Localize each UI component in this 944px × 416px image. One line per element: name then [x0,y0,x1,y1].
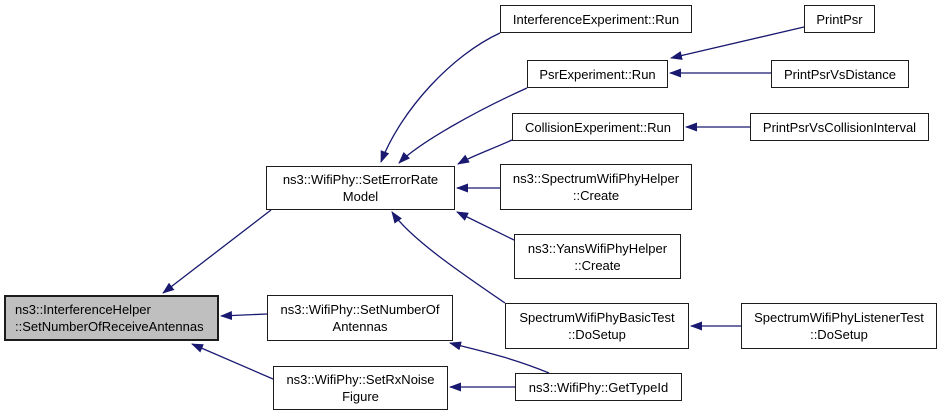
graph-node-label-line: ::DoSetup [810,327,868,342]
call-edge-print-psr-to-psr-exp-run [670,26,805,60]
graph-node-set-receive-antennas[interactable]: ns3::InterferenceHelper::SetNumberOfRece… [4,295,219,341]
graph-node-label-line: ::Create [574,257,621,273]
graph-node-label-line: PsrExperiment::Run [539,66,656,82]
graph-node-label-line: Antennas [332,319,388,334]
call-edge-set-rx-noise-figure-to-set-receive-antennas [191,343,274,380]
graph-node-label-line: Figure [342,389,379,404]
graph-node-label-line: PrintPsrVsCollisionInterval [762,119,917,135]
call-edge-collision-exp-run-to-set-error-rate-model [457,139,513,165]
graph-node-collision-exp-run[interactable]: CollisionExperiment::Run [512,113,684,141]
call-edge-interference-exp-run-to-set-error-rate-model [380,32,501,163]
graph-node-basic-test-dosetup[interactable]: SpectrumWifiPhyBasicTest::DoSetup [505,303,689,349]
call-edge-yans-helper-create-to-set-error-rate-model [456,211,515,241]
graph-node-label-line: ns3::WifiPhy::SetNumberOf [280,302,440,317]
graph-node-label-line: InterferenceExperiment::Run [512,11,680,27]
call-edge-basic-test-dosetup-to-set-error-rate-model [391,211,506,304]
graph-node-spectrum-helper-create[interactable]: ns3::SpectrumWifiPhyHelper::Create [500,164,692,210]
graph-node-label-line: CollisionExperiment::Run [525,119,671,135]
call-edge-psr-exp-run-to-set-error-rate-model [398,87,528,164]
graph-node-label-line: ns3::YansWifiPhyHelper [527,240,668,256]
graph-node-label-line: ns3::WifiPhy::SetErrorRate [282,172,439,187]
call-edge-wifi-phy-get-type-id-to-set-num-antennas [449,341,550,374]
graph-node-label-line: ns3::WifiPhy::SetRxNoise [286,372,435,387]
graph-node-label-line: SpectrumWifiPhyBasicTest [519,310,675,325]
graph-node-print-psr-vs-distance[interactable]: PrintPsrVsDistance [771,60,909,88]
call-edge-set-num-antennas-to-set-receive-antennas [220,311,268,321]
call-edge-set-error-rate-model-to-set-receive-antennas [162,209,272,294]
graph-node-label-line: PrintPsrVsDistance [784,66,896,82]
graph-node-label-line: Model [342,189,379,204]
graph-node-label-line: ns3::InterferenceHelper [15,302,151,317]
graph-node-print-psr-vs-collision[interactable]: PrintPsrVsCollisionInterval [750,113,929,141]
graph-node-label-line: ns3::SpectrumWifiPhyHelper [512,171,680,186]
graph-node-label-line: ::SetNumberOfReceiveAntennas [15,319,204,334]
graph-node-label-line: SpectrumWifiPhyListenerTest [754,310,924,325]
graph-node-label-line: ::Create [572,188,620,203]
graph-node-wifi-phy-get-type-id[interactable]: ns3::WifiPhy::GetTypeId [515,373,682,401]
graph-node-yans-helper-create[interactable]: ns3::YansWifiPhyHelper::Create [514,234,681,279]
graph-node-label-line: ::DoSetup [568,327,626,342]
graph-node-listener-test-dosetup[interactable]: SpectrumWifiPhyListenerTest::DoSetup [741,303,937,349]
graph-node-label-line: ns3::WifiPhy::GetTypeId [528,379,669,395]
graph-node-label-line: PrintPsr [816,11,863,27]
graph-node-interference-exp-run[interactable]: InterferenceExperiment::Run [500,5,692,33]
graph-node-print-psr[interactable]: PrintPsr [804,5,875,33]
graph-node-psr-exp-run[interactable]: PsrExperiment::Run [527,60,668,88]
